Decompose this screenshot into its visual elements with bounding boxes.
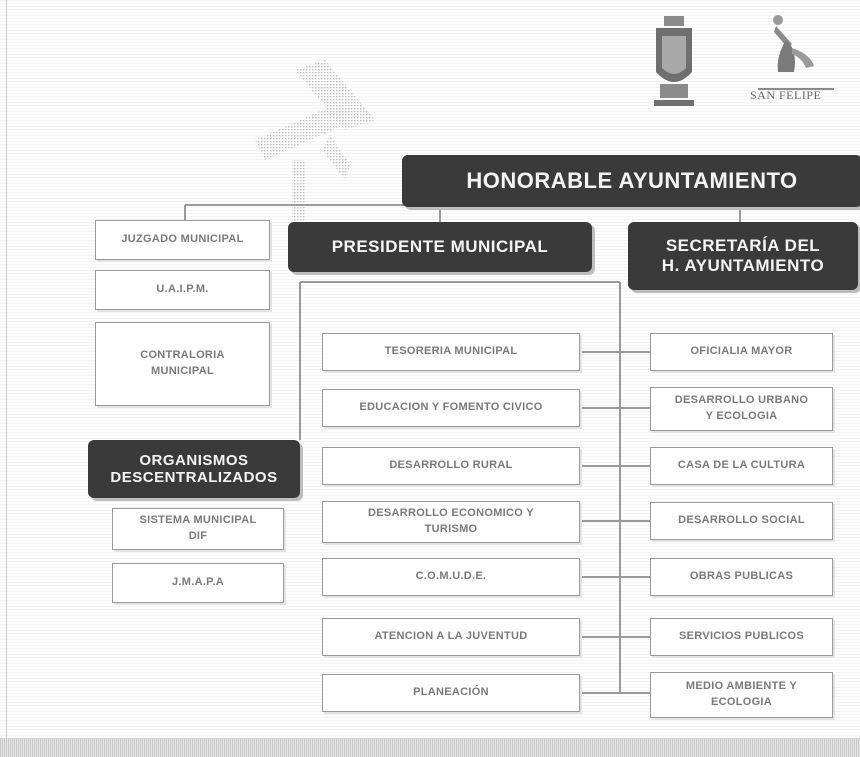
jmapa-box: J.M.A.P.A bbox=[112, 563, 284, 603]
san-felipe-logo-text: SAN FELIPE bbox=[750, 88, 822, 102]
bottom-band bbox=[0, 738, 860, 757]
san-felipe-figure-logo bbox=[758, 15, 834, 90]
organismos-label: ORGANISMOS DESCENTRALIZADOS bbox=[110, 451, 278, 486]
sistema-municipal-dif-box: SISTEMA MUNICIPAL DIF bbox=[112, 508, 284, 550]
casa-cultura-box: CASA DE LA CULTURA bbox=[650, 447, 833, 485]
honorable-ayuntamiento-label: HONORABLE AYUNTAMIENTO bbox=[466, 168, 798, 194]
medio-ambiente-ecologia-label: MEDIO AMBIENTE Y ECOLOGIA bbox=[685, 680, 798, 708]
desarrollo-urbano-ecologia-label: DESARROLLO URBANO Y ECOLOGIA bbox=[674, 394, 809, 422]
atencion-juventud-box: ATENCION A LA JUVENTUD bbox=[322, 618, 580, 656]
casa-cultura-label: CASA DE LA CULTURA bbox=[677, 459, 806, 472]
obras-publicas-label: OBRAS PUBLICAS bbox=[689, 570, 794, 583]
juzgado-municipal-label: JUZGADO MUNICIPAL bbox=[121, 233, 244, 246]
comude-label: C.O.M.U.D.E. bbox=[415, 570, 487, 583]
obras-publicas-box: OBRAS PUBLICAS bbox=[650, 558, 833, 596]
secretaria-label: SECRETARÍA DEL H. AYUNTAMIENTO bbox=[661, 236, 825, 275]
desarrollo-rural-label: DESARROLLO RURAL bbox=[389, 459, 513, 472]
contraloria-municipal-label: CONTRALORIA MUNICIPAL bbox=[140, 349, 225, 377]
desarrollo-economico-turismo-box: DESARROLLO ECONOMICO Y TURISMO bbox=[322, 501, 580, 543]
desarrollo-urbano-ecologia-box: DESARROLLO URBANO Y ECOLOGIA bbox=[650, 387, 833, 431]
sistema-municipal-dif-label: SISTEMA MUNICIPAL DIF bbox=[139, 514, 257, 542]
planeacion-box: PLANEACIÓN bbox=[322, 674, 580, 712]
medio-ambiente-ecologia-box: MEDIO AMBIENTE Y ECOLOGIA bbox=[650, 672, 833, 718]
tesoreria-municipal-label: TESORERIA MUNICIPAL bbox=[384, 345, 518, 358]
uaipm-label: U.A.I.P.M. bbox=[156, 283, 209, 296]
uaipm-box: U.A.I.P.M. bbox=[95, 270, 270, 310]
desarrollo-economico-turismo-label: DESARROLLO ECONOMICO Y TURISMO bbox=[368, 507, 534, 535]
jmapa-label: J.M.A.P.A bbox=[171, 576, 224, 589]
planeacion-label: PLANEACIÓN bbox=[413, 686, 489, 699]
secretaria-box: SECRETARÍA DEL H. AYUNTAMIENTO bbox=[628, 222, 858, 290]
honorable-ayuntamiento-box: HONORABLE AYUNTAMIENTO bbox=[402, 155, 860, 207]
contraloria-municipal-box: CONTRALORIA MUNICIPAL bbox=[95, 322, 270, 406]
oficialia-mayor-box: OFICIALIA MAYOR bbox=[650, 333, 833, 371]
organismos-descentralizados-box: ORGANISMOS DESCENTRALIZADOS bbox=[88, 440, 300, 498]
tesoreria-municipal-box: TESORERIA MUNICIPAL bbox=[322, 333, 580, 371]
juzgado-municipal-box: JUZGADO MUNICIPAL bbox=[95, 220, 270, 260]
atencion-juventud-label: ATENCION A LA JUVENTUD bbox=[374, 630, 528, 643]
presidente-municipal-label: PRESIDENTE MUNICIPAL bbox=[331, 237, 549, 257]
desarrollo-social-box: DESARROLLO SOCIAL bbox=[650, 502, 833, 540]
servicios-publicos-box: SERVICIOS PUBLICOS bbox=[650, 618, 833, 656]
coat-of-arms-logo bbox=[654, 16, 694, 106]
desarrollo-rural-box: DESARROLLO RURAL bbox=[322, 447, 580, 485]
desarrollo-social-label: DESARROLLO SOCIAL bbox=[678, 514, 805, 527]
comude-box: C.O.M.U.D.E. bbox=[322, 558, 580, 596]
oficialia-mayor-label: OFICIALIA MAYOR bbox=[690, 345, 793, 358]
left-border-rule bbox=[6, 0, 7, 738]
educacion-fomento-civico-box: EDUCACION Y FOMENTO CIVICO bbox=[322, 389, 580, 427]
presidente-municipal-box: PRESIDENTE MUNICIPAL bbox=[288, 222, 592, 272]
educacion-fomento-civico-label: EDUCACION Y FOMENTO CIVICO bbox=[359, 401, 543, 414]
servicios-publicos-label: SERVICIOS PUBLICOS bbox=[679, 630, 804, 643]
